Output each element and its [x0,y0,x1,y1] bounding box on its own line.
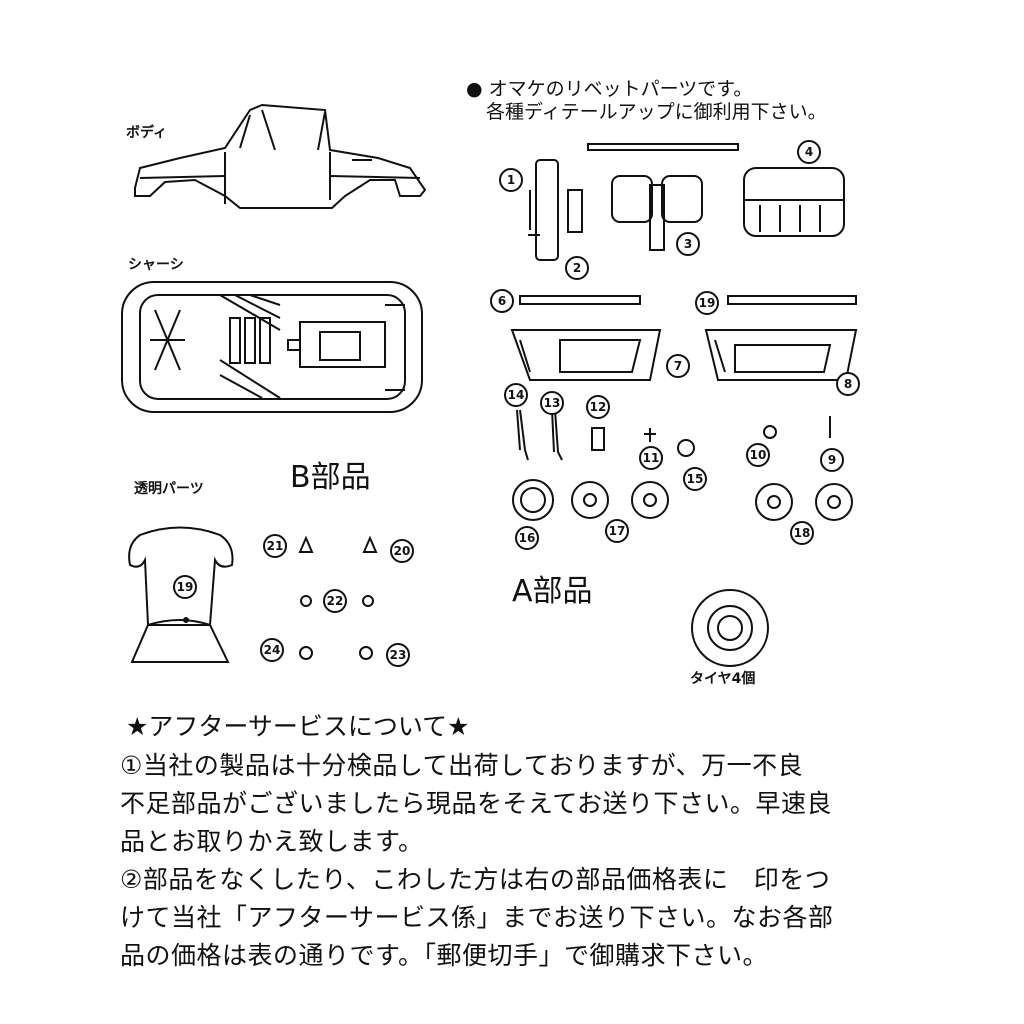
part-number: 8 [836,372,860,396]
part-number: 1 [499,168,523,192]
part-number: 11 [639,446,663,470]
part-number: 23 [386,643,410,667]
part-number: 15 [683,467,707,491]
part-number: 18 [790,521,814,545]
a-parts-drawing [510,143,858,667]
part-number: 12 [586,395,610,419]
part-number: 22 [323,589,347,613]
part-number: 21 [263,534,287,558]
part-number: 9 [820,448,844,472]
part-number: 17 [605,519,629,543]
part-number: 16 [515,526,539,550]
part-number: 3 [676,232,700,256]
chassis-drawing [121,281,423,413]
part-number: 20 [390,539,414,563]
clear-part-drawing [128,526,378,663]
part-number: 19 [173,575,197,599]
after-service-line: けて当社「アフターサービス係」までお送り下さい。なお各部 [120,903,834,932]
car-body-drawing [134,103,427,209]
part-number: 14 [504,383,528,407]
bonus-note-line-2: 各種ディテールアップに御利用下さい。 [486,100,827,123]
label-tires: タイヤ4個 [690,671,756,687]
part-number: 19 [695,291,719,315]
part-number: 2 [565,256,589,280]
bonus-note: ● オマケのリベットパーツです。 各種ディテールアップに御利用下さい。 [466,78,827,124]
label-body: ボディ [126,125,168,141]
part-number: 13 [540,391,564,415]
after-service-line: 品とお取りかえ致します。 [120,827,424,856]
label-b-parts: B部品 [290,460,371,495]
part-number: 24 [260,638,284,662]
label-chassis: シャーシ [128,257,184,273]
bonus-note-line-1: ● オマケのリベットパーツです。 [466,78,753,100]
after-service-body: ①当社の製品は十分検品して出荷しておりますが、万一不良 不足部品がございましたら… [120,746,920,974]
part-number: 6 [490,289,514,313]
after-service-line: 品の価格は表の通りです。「郵便切手」で御購求下さい。 [120,941,769,970]
part-number: 7 [666,354,690,378]
part-number: 4 [797,140,821,164]
label-clear-parts: 透明パーツ [134,481,204,497]
label-a-parts: A部品 [512,574,593,609]
after-service-line: 不足部品がございましたら現品をそえてお送り下さい。早速良 [120,789,833,818]
after-service-line: ②部品をなくしたり、こわした方は右の部品価格表に 印をつ [120,865,831,894]
after-service-title: ★アフターサービスについて★ [126,712,470,741]
part-number: 10 [746,443,770,467]
after-service-line: ①当社の製品は十分検品して出荷しておりますが、万一不良 [120,751,804,780]
